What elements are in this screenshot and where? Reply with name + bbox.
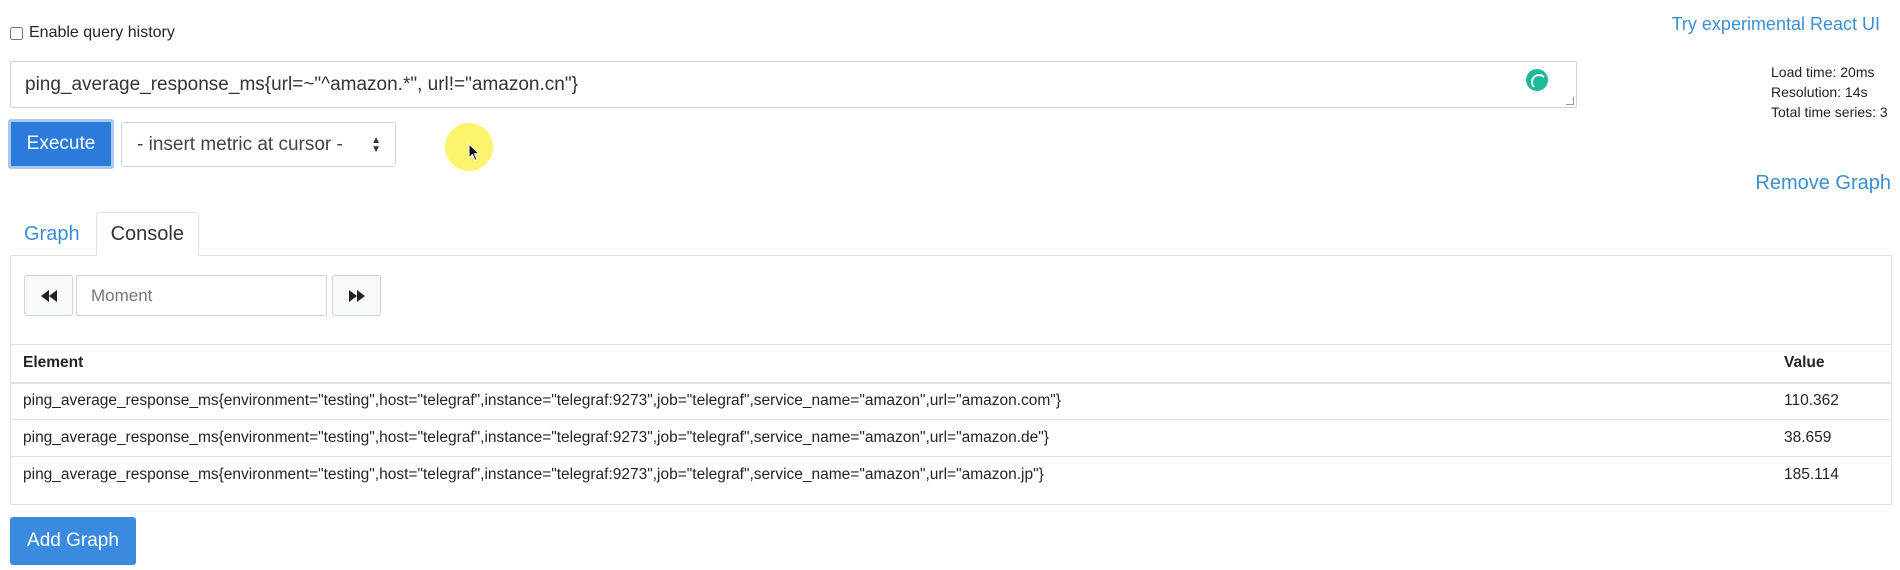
row-element: ping_average_response_ms{environment="te… (11, 382, 1772, 420)
resolution: Resolution: 14s (1771, 84, 1868, 100)
remove-graph-link[interactable]: Remove Graph (1755, 172, 1891, 194)
execute-button[interactable]: Execute (8, 119, 114, 169)
expression-input[interactable]: ping_average_response_ms{url=~"^amazon.*… (10, 61, 1577, 108)
console-panel: Element Value ping_average_response_ms{e… (10, 255, 1892, 505)
row-value: 38.659 (1772, 419, 1891, 457)
select-updown-icon: ▲▼ (371, 135, 381, 155)
mouse-pointer-icon (468, 143, 481, 162)
loading-spinner-icon (1526, 69, 1548, 91)
header-element: Element (11, 344, 1772, 384)
experimental-react-ui-link[interactable]: Try experimental React UI (1671, 14, 1880, 34)
tab-console[interactable]: Console (95, 212, 199, 256)
query-history-toggle[interactable]: Enable query history (10, 24, 175, 42)
moment-input[interactable] (76, 275, 327, 316)
add-graph-button[interactable]: Add Graph (10, 517, 136, 565)
total-time-series: Total time series: 3 (1771, 104, 1888, 120)
view-tabs: Graph Console (10, 212, 199, 256)
insert-metric-select[interactable]: - insert metric at cursor - ▲▼ (121, 122, 396, 167)
results-table: Element Value ping_average_response_ms{e… (11, 344, 1891, 494)
expression-text[interactable]: ping_average_response_ms{url=~"^amazon.*… (25, 74, 578, 95)
row-element: ping_average_response_ms{environment="te… (11, 419, 1772, 457)
time-forward-button[interactable] (332, 275, 381, 316)
fast-forward-icon (348, 289, 365, 302)
fast-backward-icon (40, 289, 57, 302)
row-value: 110.362 (1772, 382, 1891, 420)
table-header-row: Element Value (11, 344, 1891, 384)
query-history-label: Enable query history (29, 24, 175, 41)
row-element: ping_average_response_ms{environment="te… (23, 466, 1044, 484)
row-value: 185.114 (1784, 466, 1839, 484)
resize-grip-icon[interactable] (1566, 97, 1574, 105)
query-history-checkbox[interactable] (10, 26, 23, 40)
query-stats: Load time: 20ms Resolution: 14s Total ti… (1771, 62, 1888, 122)
tab-graph[interactable]: Graph (24, 222, 80, 245)
time-back-button[interactable] (24, 275, 73, 316)
load-time: Load time: 20ms (1771, 64, 1875, 80)
header-value: Value (1772, 344, 1891, 384)
insert-metric-select-value: - insert metric at cursor - (137, 133, 343, 155)
table-row: ping_average_response_ms{environment="te… (11, 419, 1891, 457)
table-row: ping_average_response_ms{environment="te… (11, 457, 1891, 494)
table-row: ping_average_response_ms{environment="te… (11, 382, 1891, 420)
